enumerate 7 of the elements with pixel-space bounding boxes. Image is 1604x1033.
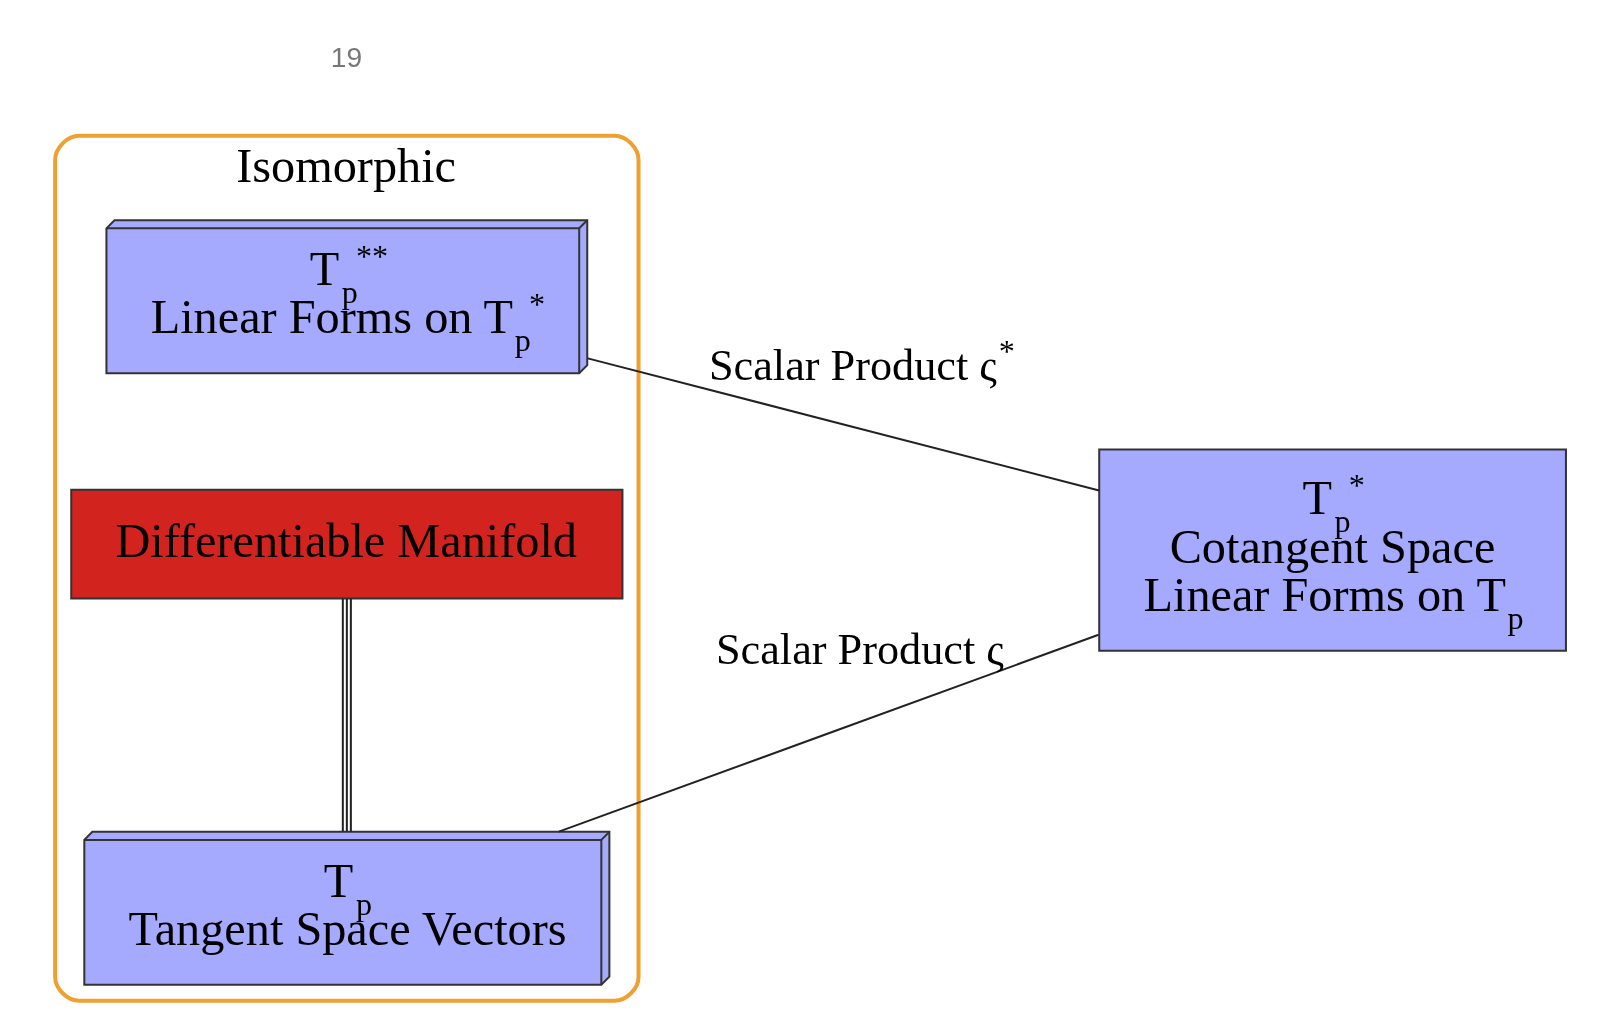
connector bbox=[587, 357, 1099, 492]
label: 19 bbox=[330, 41, 362, 73]
edge-label: Scalar Product ς$^{*}$ bbox=[708, 333, 1015, 391]
connector bbox=[558, 633, 1099, 833]
node-box: Differentiable Manifold bbox=[69, 488, 623, 600]
connector bbox=[341, 598, 352, 832]
edge-label: Scalar Product ς bbox=[715, 625, 1004, 675]
